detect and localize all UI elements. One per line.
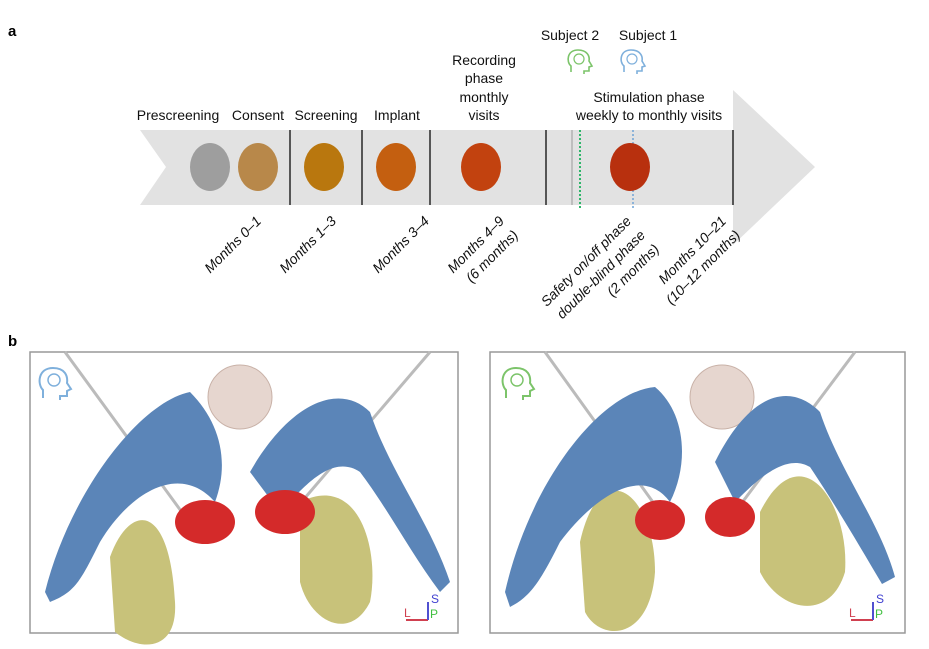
phase-circle xyxy=(304,143,344,191)
phase-circle xyxy=(376,143,416,191)
orientation-axes: S L P xyxy=(849,592,884,621)
blue-structure xyxy=(250,398,450,592)
red-structure xyxy=(255,490,315,534)
phase-label-consent: Consent xyxy=(232,107,284,123)
yellow-structure xyxy=(760,476,846,606)
stimulation-line: Stimulation phase xyxy=(593,89,705,105)
axis-p: P xyxy=(875,607,883,621)
axis-p: P xyxy=(430,607,438,621)
brain-head-icon xyxy=(38,366,73,400)
phase-circle xyxy=(238,143,278,191)
blue-structure xyxy=(715,396,895,584)
axis-s: S xyxy=(876,592,884,606)
brain-thumbnail xyxy=(207,364,273,430)
panel-label-a: a xyxy=(8,23,17,40)
recording-line: monthly xyxy=(459,89,508,105)
recording-line: Recording xyxy=(452,52,516,68)
axis-l: L xyxy=(404,606,411,620)
phase-circle xyxy=(461,143,501,191)
red-structure xyxy=(175,500,235,544)
yellow-structure xyxy=(300,495,373,624)
duration-label: Months 0–1 xyxy=(201,213,264,276)
brain-head-icon xyxy=(620,49,647,74)
orientation-axes: S L P xyxy=(404,592,439,621)
duration-label: Months 3–4 xyxy=(369,213,432,276)
phase-circle xyxy=(610,143,650,191)
brain-head-icon xyxy=(501,366,536,400)
axis-l: L xyxy=(849,606,856,620)
stimulation-line: weekly to monthly visits xyxy=(575,107,722,123)
phase-label-stimulation: Stimulation phase weekly to monthly visi… xyxy=(575,89,722,123)
axis-s: S xyxy=(431,592,439,606)
phase-label-screening: Screening xyxy=(294,107,357,123)
red-structure xyxy=(635,500,685,540)
recording-line: phase xyxy=(465,70,503,86)
duration-label: Months 1–3 xyxy=(276,213,339,276)
phase-label-recording: Recording phase monthly visits xyxy=(452,52,516,123)
red-structure xyxy=(705,497,755,537)
blue-structure xyxy=(45,392,222,602)
subject-1-label: Subject 1 xyxy=(619,27,678,43)
phase-label-implant: Implant xyxy=(374,107,420,123)
phase-circle xyxy=(190,143,230,191)
panel-label-b: b xyxy=(8,333,17,350)
blue-structure xyxy=(505,387,682,607)
yellow-structure xyxy=(110,520,176,645)
brain-thumbnail xyxy=(689,364,755,430)
phase-dividers xyxy=(289,130,734,205)
phase-label-prescreening: Prescreening xyxy=(137,107,220,123)
brain-view-subject-1: S L P xyxy=(29,351,459,645)
recording-line: visits xyxy=(468,107,499,123)
brain-view-subject-2: S L P xyxy=(489,351,906,634)
brain-head-icon xyxy=(567,49,594,74)
subject-2-label: Subject 2 xyxy=(541,27,600,43)
